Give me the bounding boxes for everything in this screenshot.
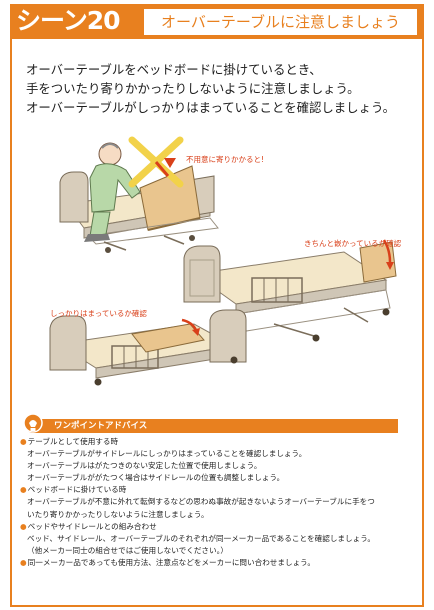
advice-line: 同一メーカー品であっても使用方法、注意点などをメーカーに問い合わせましょう。 bbox=[20, 557, 416, 569]
advice-line: いたり寄りかかったりしないように注意しましょう。 bbox=[27, 509, 209, 519]
scene-number-label: シーン20 bbox=[16, 6, 121, 35]
advice-line: オーバーテーブルがサイドレールにしっかりはまっていることを確認しましょう。 bbox=[27, 449, 307, 459]
advice-line: オーバーテーブルが不意に外れて転倒するなどの思わぬ事故が起きないようオーバーテー… bbox=[27, 497, 375, 507]
lightbulb-icon bbox=[23, 413, 43, 433]
advice-line: （他メーカー同士の組合せではご使用しないでください。） bbox=[27, 545, 228, 555]
intro-text: オーバーテーブルをベッドボードに掛けているとき、 手をついたり寄りかかったりしな… bbox=[26, 60, 416, 117]
advice-line: オーバーテーブルはがたつきのない安定した位置で使用しましょう。 bbox=[27, 461, 262, 471]
intro-line-1: オーバーテーブルをベッドボードに掛けているとき、 bbox=[26, 62, 322, 77]
advice-line: ベッドやサイドレールとの組み合わせ bbox=[20, 521, 416, 533]
caption-check-fit: きちんと嵌かっているか確認 bbox=[304, 239, 402, 248]
illustration-area: 不用意に寄りかかると! きちんと嵌かっているか確認 しっかりはまっているか確認 bbox=[14, 118, 418, 390]
illustration-check-fit bbox=[183, 239, 397, 342]
advice-heading: ワンポイントアドバイス bbox=[54, 421, 148, 431]
advice-line: ベッドボードに掛けている時 bbox=[20, 484, 416, 496]
advice-line: テーブルとして使用する時 bbox=[20, 436, 416, 448]
advice-line: ベッド、サイドレール、オーバーテーブルのそれぞれが同一メーカー品であることを確認… bbox=[27, 533, 375, 543]
title-box: オーバーテーブルに注意しましょう bbox=[143, 8, 418, 36]
scene-header: シーン20 オーバーテーブルに注意しましょう bbox=[10, 4, 424, 39]
intro-line-2: 手をついたり寄りかかったりしないように注意しましょう。 bbox=[26, 81, 360, 96]
advice-body: テーブルとして使用する時 オーバーテーブルがサイドレールにしっかりはまっているこ… bbox=[20, 436, 416, 569]
page-title: オーバーテーブルに注意しましょう bbox=[161, 13, 400, 31]
advice-line: オーバーテーブルががたつく場合はサイドレールの位置も調整しましょう。 bbox=[27, 473, 285, 483]
advice-heading-bar: ワンポイントアドバイス bbox=[26, 419, 398, 433]
caption-secure-fit: しっかりはまっているか確認 bbox=[50, 309, 147, 318]
illustration-secure-fit bbox=[49, 309, 247, 386]
illustration-leaning bbox=[59, 136, 219, 253]
advice-section: ワンポイントアドバイス テーブルとして使用する時 オーバーテーブルがサイドレール… bbox=[20, 410, 416, 596]
bed-illustrations bbox=[49, 136, 397, 386]
intro-line-3: オーバーテーブルがしっかりはまっていることを確認しましょう。 bbox=[26, 100, 395, 115]
caption-leaning-warning: 不用意に寄りかかると! bbox=[186, 155, 265, 164]
